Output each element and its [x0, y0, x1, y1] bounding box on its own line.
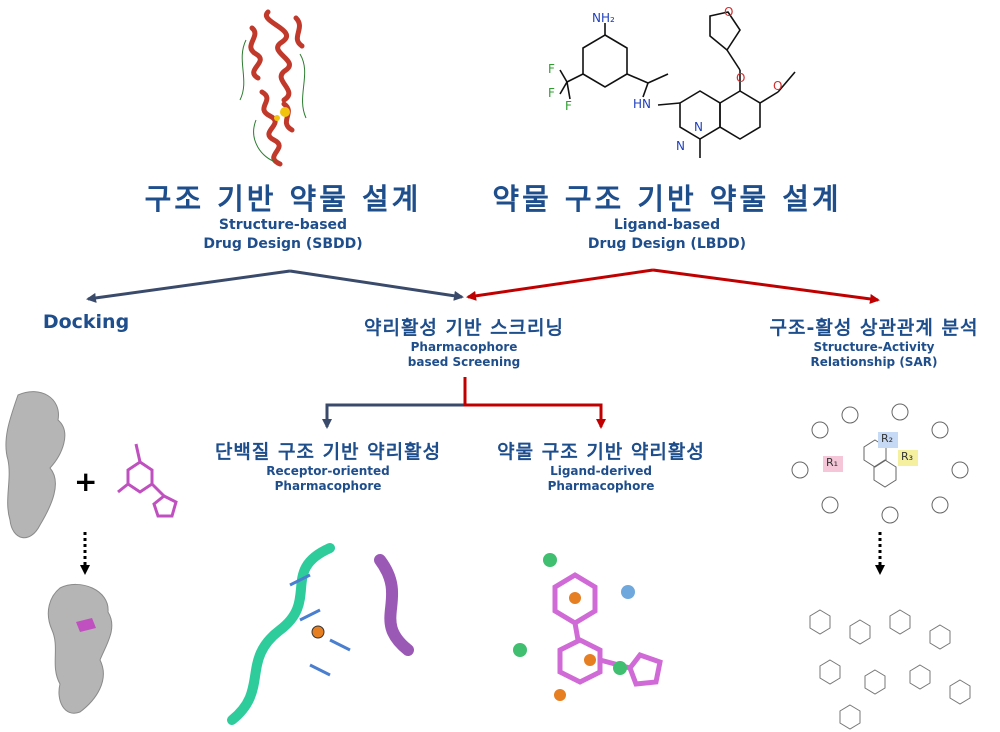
- ligand-derived-title-ko: 약물 구조 기반 약리활성: [497, 441, 705, 463]
- pharmacophore-screening-title-en-2: based Screening: [407, 355, 521, 369]
- lbdd-title-ko: 약물 구조 기반 약물 설계: [492, 182, 842, 216]
- ligand-derived-title-en-1: Ligand-derived: [550, 464, 652, 478]
- sar-r1-label: R₁: [826, 456, 839, 469]
- quinazoline-n2-label: N: [694, 120, 703, 134]
- protein-surface-top: [5, 391, 66, 538]
- fluorine-label-3: F: [565, 99, 572, 113]
- sar-r3-label: R₃: [901, 450, 914, 463]
- r3-highlight: [898, 450, 918, 466]
- pharmacophore-to-ligand-arrow: [463, 377, 606, 429]
- pharmacophore-to-receptor-arrow: [322, 403, 465, 429]
- sbdd-to-pharmacophore-arrow: [289, 269, 464, 301]
- lbdd-to-sar-arrow: [652, 268, 880, 304]
- sar-title-en-1: Structure-Activity: [813, 340, 935, 354]
- docked-ligand: [76, 618, 96, 632]
- pharmacophore-screening-title-en-1: Pharmacophore: [410, 340, 518, 354]
- receptor-oriented-title-ko: 단백질 구조 기반 약리활성: [214, 441, 442, 463]
- helix-left: [227, 543, 335, 725]
- lbdd-title-en-1: Ligand-based: [613, 217, 721, 233]
- sbdd-title-en-2: Drug Design (SBDD): [203, 236, 363, 252]
- ether-oxygen-label: O: [736, 71, 745, 85]
- plus-sign: +: [74, 465, 98, 498]
- sar-molecule-collection: [809, 609, 971, 730]
- receptor-oriented-title-en-1: Receptor-oriented: [266, 464, 390, 478]
- ring-oxygen-label: O: [724, 5, 733, 19]
- sbdd-to-docking-arrow: [86, 269, 291, 303]
- docking-label: Docking: [42, 311, 130, 333]
- r1-highlight: [823, 456, 843, 472]
- r2-highlight: [878, 432, 898, 448]
- sar-title-en-2: Relationship (SAR): [810, 355, 938, 369]
- fluorine-label-1: F: [548, 62, 555, 76]
- ligand-derived-title-en-2: Pharmacophore: [547, 479, 655, 493]
- lbdd-to-pharmacophore-arrow: [466, 268, 654, 301]
- protein-surface-bottom: [47, 583, 113, 714]
- nh-label: HN: [633, 97, 651, 111]
- amine-label: NH₂: [592, 11, 615, 25]
- sar-title-ko: 구조-활성 상관관계 분석: [769, 317, 979, 339]
- helix-right: [374, 554, 414, 656]
- quinazoline-n1-label: N: [676, 139, 685, 153]
- receptor-oriented-title-en-2: Pharmacophore: [274, 479, 382, 493]
- methoxy-oxygen-label: O: [773, 79, 782, 93]
- sbdd-title-en-1: Structure-based: [218, 217, 348, 233]
- pharmacophore-screening-title-ko: 약리활성 기반 스크리닝: [363, 317, 565, 339]
- sar-r2-label: R₂: [881, 432, 894, 445]
- lbdd-title-en-2: Drug Design (LBDD): [587, 236, 747, 252]
- ligand-stick-model: [117, 443, 178, 518]
- fluorine-label-2: F: [548, 86, 555, 100]
- sbdd-title-ko: 구조 기반 약물 설계: [144, 182, 422, 216]
